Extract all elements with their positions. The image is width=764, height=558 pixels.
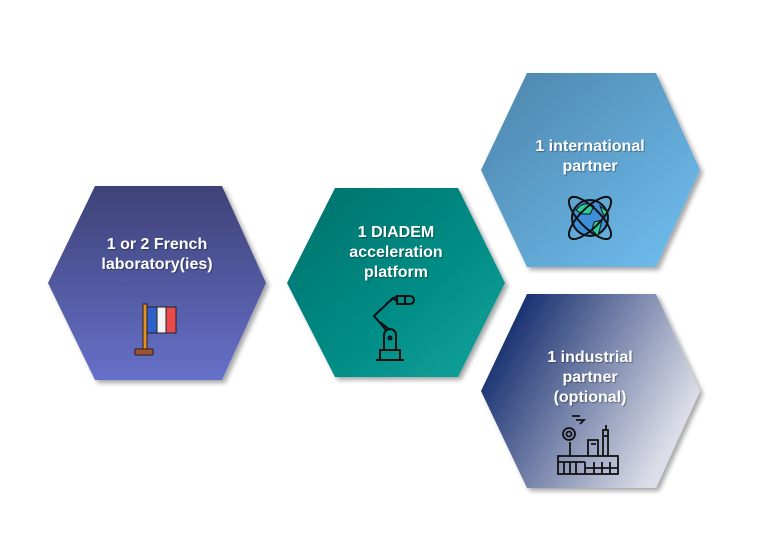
label-line: partner: [562, 158, 618, 175]
label-line: 1 international: [535, 138, 645, 155]
factory-icon: [557, 415, 619, 475]
label-industrial-partner: 1 industrial partner (optional): [490, 348, 690, 408]
france-flag-icon: [134, 303, 177, 356]
label-line: laboratory(ies): [101, 256, 213, 273]
label-line: 1 or 2 French: [106, 236, 208, 253]
hexagon-industrial-partner: [481, 294, 700, 488]
robotic-arm-icon: [372, 295, 415, 361]
label-french-lab: 1 or 2 French laboratory(ies): [57, 235, 257, 275]
label-international-partner: 1 international partner: [490, 137, 690, 177]
hexagon-diadem-platform: [287, 188, 505, 377]
label-line: 1 industrial: [547, 349, 633, 366]
label-line: 1 DIADEM: [357, 224, 435, 241]
hexagon-french-lab: [48, 186, 266, 380]
label-line: partner: [562, 369, 618, 386]
label-line: platform: [364, 264, 428, 281]
label-diadem-platform: 1 DIADEM acceleration platform: [296, 223, 496, 283]
hexagon-international-partner: [481, 73, 700, 267]
label-line: (optional): [553, 389, 627, 406]
globe-orbit-icon: [567, 195, 613, 241]
label-line: acceleration: [349, 244, 443, 261]
